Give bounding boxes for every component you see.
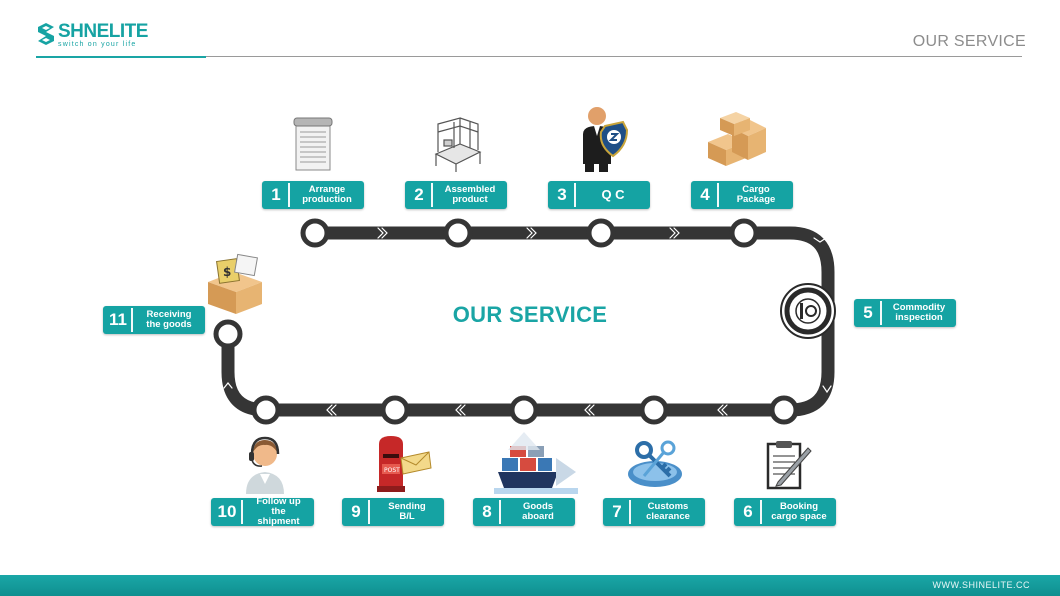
step-8-label: 8 Goods aboard <box>473 498 575 526</box>
key-plate-icon <box>628 440 682 487</box>
svg-text:$: $ <box>223 265 231 279</box>
footer-bar <box>0 575 1060 596</box>
node-9 <box>380 395 410 425</box>
node-7 <box>639 395 669 425</box>
brand-tagline: switch on your life <box>58 41 137 48</box>
headset-agent-icon <box>246 436 284 494</box>
track-chevrons <box>223 227 832 416</box>
step-8-text: Goods aboard <box>522 501 554 522</box>
svg-text:POST: POST <box>384 467 400 474</box>
step-8-number: 8 <box>482 502 492 521</box>
step-3-text: Q C <box>601 187 625 202</box>
page-title: OUR SERVICE <box>912 33 1026 50</box>
step-2-label: 2 Assembled product <box>405 181 507 209</box>
step-4-number: 4 <box>700 185 710 204</box>
document-stack-icon <box>293 117 333 171</box>
step-11-text: Receiving the goods <box>146 309 192 330</box>
step-9-label: 9 Sending B/L <box>342 498 444 526</box>
step-1-number: 1 <box>271 185 281 204</box>
step-6-label: 6 Booking cargo space <box>734 498 836 526</box>
node-1 <box>300 218 330 248</box>
step-1-label: 1 Arrange production <box>262 181 364 209</box>
node-3 <box>586 218 616 248</box>
brand-logo: SHNELITE switch on your life <box>36 20 166 50</box>
header-accent-rule <box>36 56 206 58</box>
step-11-number: 11 <box>109 310 127 329</box>
step-2-text: Assembled product <box>444 184 496 205</box>
step-1-text: Arrange production <box>302 184 352 205</box>
step-2-number: 2 <box>414 185 424 204</box>
inspector-shield-icon <box>583 107 629 172</box>
step-11-label: 11 Receiving the goods <box>103 306 205 334</box>
brand-name: SHNELITE <box>58 21 148 42</box>
node-4 <box>729 218 759 248</box>
step-5-number: 5 <box>863 303 873 322</box>
node-6 <box>769 395 799 425</box>
step-7-text: Customs clearance <box>646 501 690 522</box>
header-rule <box>206 56 1022 57</box>
step-3-label: 3 Q C <box>548 181 650 209</box>
step-10-number: 10 <box>217 502 237 521</box>
step-10-label: 10 Follow up the shipment <box>211 496 314 527</box>
node-10 <box>251 395 281 425</box>
assembly-line-icon <box>434 117 482 172</box>
step-4-text: Cargo Package <box>736 184 776 205</box>
step-10-text: Follow up the shipment <box>256 496 301 527</box>
node-11 <box>213 319 243 349</box>
step-5-text: Commodity inspection <box>892 302 946 323</box>
node-5-ciq-seal <box>780 283 836 339</box>
step-3-number: 3 <box>557 185 567 204</box>
logo-s-icon <box>38 23 54 45</box>
step-9-text: Sending B/L <box>388 501 426 522</box>
step-6-number: 6 <box>743 502 753 521</box>
clipboard-pen-icon <box>766 441 812 490</box>
container-ship-icon <box>494 432 578 494</box>
step-5-label: 5 Commodity inspection <box>854 299 956 327</box>
cardboard-boxes-icon <box>708 112 766 166</box>
step-9-number: 9 <box>351 502 361 521</box>
diagram-center-title: OUR SERVICE <box>452 302 608 327</box>
node-2 <box>443 218 473 248</box>
step-7-number: 7 <box>612 502 622 521</box>
step-4-label: 4 Cargo Package <box>691 181 793 209</box>
post-box-icon: POST <box>377 436 432 492</box>
step-6-text: Booking cargo space <box>771 501 827 522</box>
step-7-label: 7 Customs clearance <box>603 498 705 526</box>
box-with-money-icon: $ <box>208 253 262 314</box>
node-8 <box>509 395 539 425</box>
footer-url[interactable]: WWW.SHINELITE.CC <box>932 580 1030 590</box>
